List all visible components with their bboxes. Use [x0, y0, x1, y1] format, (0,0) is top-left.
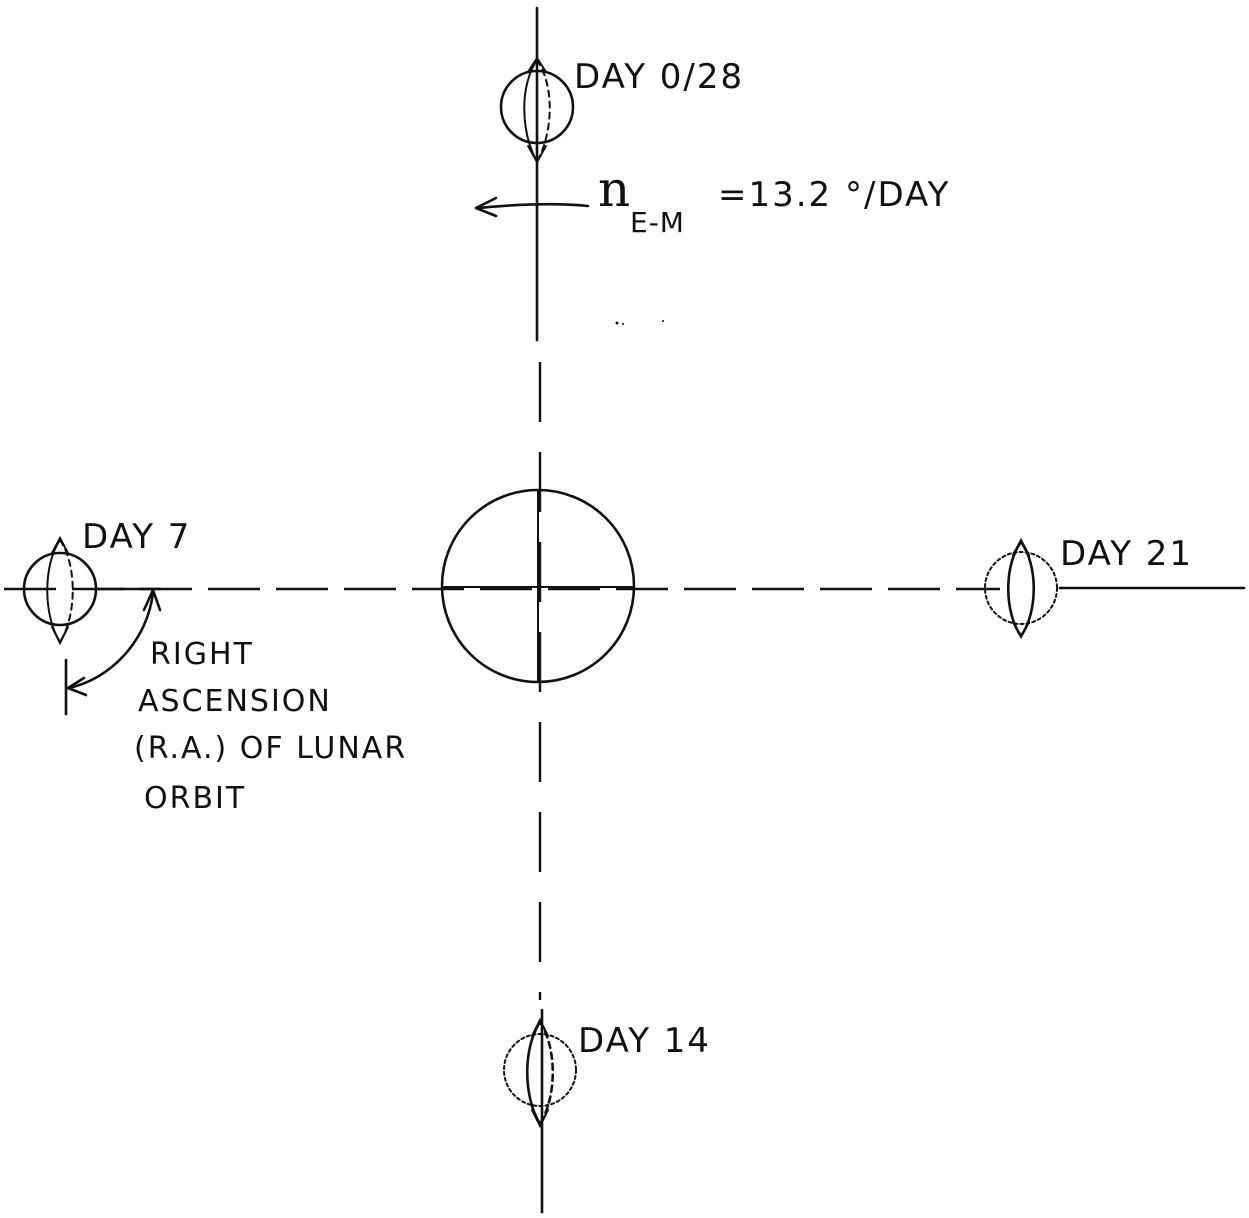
label-day-7: DAY 7: [82, 517, 191, 557]
ra-line-2: ASCENSION: [138, 684, 332, 719]
speck-marks: [616, 320, 665, 325]
rate-value: =13.2 °/DAY: [718, 175, 950, 215]
rate-subscript: E-M: [630, 206, 685, 239]
label-day-14: DAY 14: [578, 1021, 711, 1061]
orbital-rate-label: n E-M =13.2 °/DAY: [598, 160, 950, 239]
rotation-arrow: [476, 198, 588, 216]
label-day-0-28: DAY 0/28: [574, 57, 744, 97]
earth: [442, 490, 634, 682]
label-day-21: DAY 21: [1060, 534, 1193, 574]
ra-line-3: (R.A.) OF LUNAR: [134, 731, 407, 766]
right-ascension-label: RIGHT ASCENSION (R.A.) OF LUNAR ORBIT: [134, 637, 407, 816]
rate-symbol: n: [598, 160, 630, 218]
moon-day-14: [504, 1020, 576, 1126]
ra-line-1: RIGHT: [150, 637, 254, 672]
ra-line-4: ORBIT: [144, 781, 246, 816]
